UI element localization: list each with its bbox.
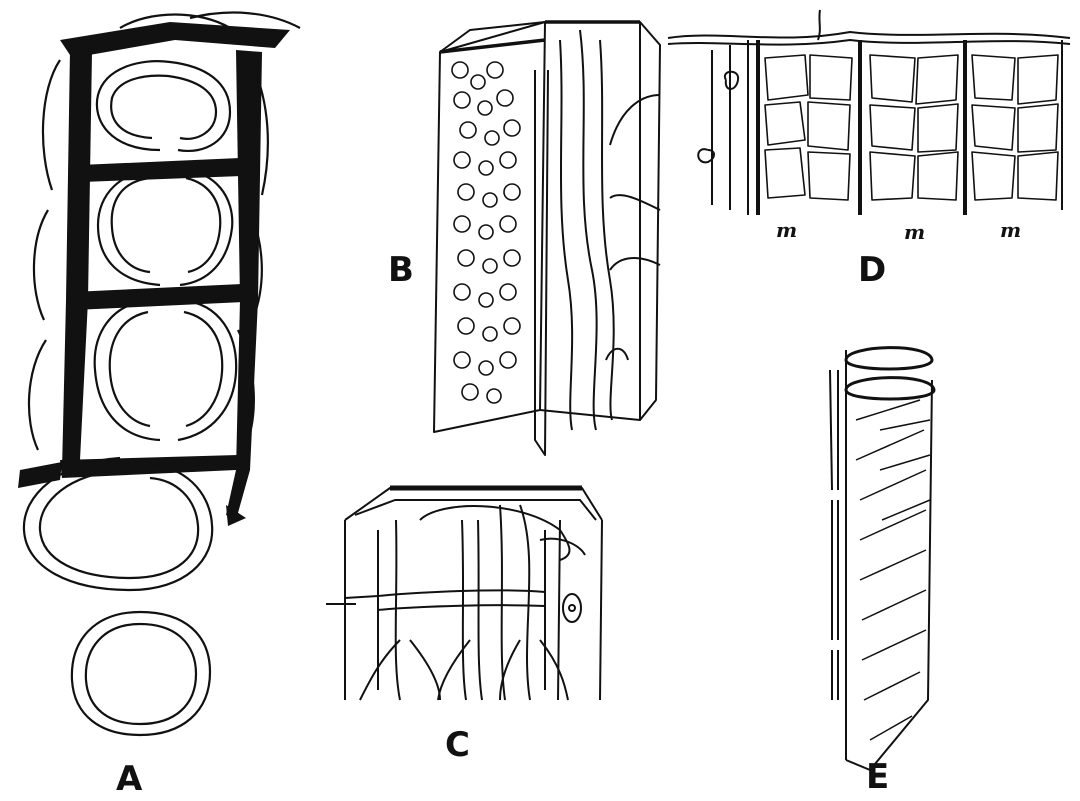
- panel-label-d: D: [858, 250, 887, 290]
- panel-b-pits: [451, 61, 521, 404]
- panel-label-e: E: [866, 757, 890, 797]
- panel-d-marker-m: m: [1000, 218, 1022, 242]
- panel-a-lamella: [18, 22, 290, 526]
- panel-label-c: C: [445, 725, 470, 765]
- panel-d-drawing: [667, 9, 1071, 215]
- panel-e-spirals: [855, 399, 931, 741]
- panel-d-marker-m: m: [904, 220, 926, 244]
- panel-e-drawing: [829, 346, 936, 771]
- panel-a-drawing: [18, 11, 301, 737]
- panel-b-drawing: [433, 20, 661, 456]
- panel-c-drawing: [326, 485, 603, 701]
- panel-label-b: B: [388, 250, 414, 290]
- panel-a-cells: [22, 11, 301, 737]
- panel-d-cells: [764, 54, 1059, 201]
- panel-label-a: A: [116, 759, 143, 799]
- panel-d-marker-m: m: [776, 218, 798, 242]
